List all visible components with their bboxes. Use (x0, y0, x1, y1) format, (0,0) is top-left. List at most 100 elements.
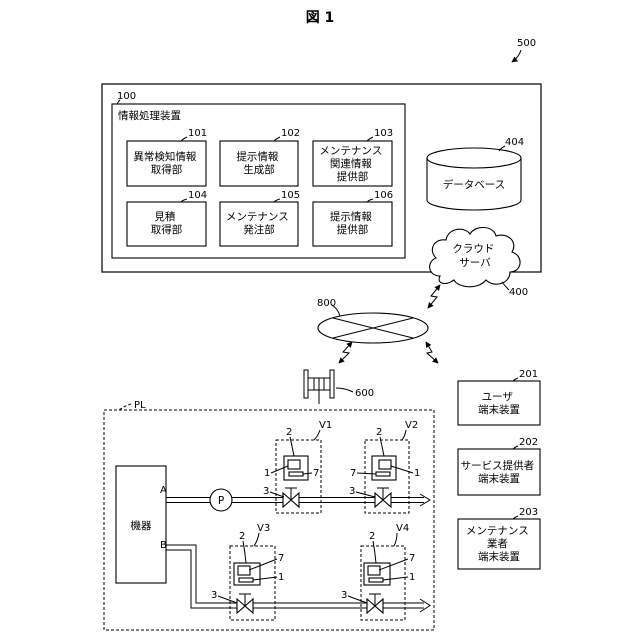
pipe-a-flow-arrow (420, 494, 430, 506)
terminal-201: ユーザ 端末装置 201 (458, 369, 540, 425)
valve-group-name: V1 (319, 420, 332, 431)
gateway-right-post (330, 370, 334, 398)
unit-ref-leader (274, 137, 280, 141)
part-ref: 7 (313, 468, 319, 479)
unit-label-line: 提示情報 (330, 210, 372, 223)
terminal-label-line: ユーザ (482, 391, 514, 403)
valve-group-v2: V2 2 7 1 3 (349, 420, 420, 513)
valve-group-name: V3 (257, 523, 270, 534)
unit-ref-leader (181, 137, 187, 141)
unit-105: メンテナンス 発注部 105 (220, 190, 300, 246)
sensor-device-ref: 2 (376, 427, 382, 438)
pump-label: P (218, 495, 224, 507)
unit-label-line: メンテナンス (319, 145, 382, 157)
unit-ref: 101 (188, 128, 207, 139)
cloud-label-line: クラウド (452, 243, 494, 255)
terminal-label-line: 端末装置 (478, 472, 520, 485)
unit-104: 見積 取得部 104 (127, 190, 207, 246)
valve-group-name-leader (254, 533, 259, 546)
terminal-label-line: 端末装置 (478, 403, 520, 416)
unit-label-line: 発注部 (243, 223, 275, 236)
figure-ref-arrow (512, 50, 521, 62)
wireless-link-cloud-network (428, 285, 440, 308)
gateway-left-post (304, 370, 308, 398)
terminal-ref: 201 (519, 369, 538, 380)
plant: PL 機器 A P B V1 2 1 7 (104, 400, 434, 630)
pipe-b-flow-arrow (420, 599, 430, 612)
terminal-202: サービス提供者 端末装置 202 (458, 437, 540, 495)
unit-103: メンテナンス 関連情報 提供部 103 (313, 128, 393, 186)
unit-ref-leader (367, 137, 373, 141)
unit-106: 提示情報 提供部 106 (313, 190, 393, 246)
database: データベース 404 (427, 137, 524, 210)
sensor-ref: 1 (409, 572, 415, 583)
unit-ref: 103 (374, 128, 393, 139)
sensor-element (288, 460, 300, 469)
part-ref: 7 (409, 553, 415, 564)
cloud-server-system: 100 情報処理装置 異常検知情報 取得部 101 提示情報 生成部 102 (102, 84, 541, 298)
valve-ref: 3 (341, 590, 347, 601)
gateway-antenna-icon: 600 (304, 370, 374, 404)
network: 800 (317, 298, 428, 343)
sensor-part (289, 472, 303, 476)
database-label: データベース (443, 178, 505, 191)
valve-ref: 3 (349, 486, 355, 497)
network-ref: 800 (317, 298, 336, 309)
unit-label-line: 生成部 (243, 163, 275, 176)
terminal-ref: 203 (519, 507, 538, 518)
database-ref: 404 (505, 137, 524, 148)
unit-102: 提示情報 生成部 102 (220, 128, 300, 186)
sensor-ref: 1 (278, 572, 284, 583)
valve-ref: 3 (211, 590, 217, 601)
terminal-203: メンテナンス 業者 端末装置 203 (458, 507, 540, 569)
valve-group-name-leader (314, 430, 320, 440)
unit-ref: 104 (188, 190, 207, 201)
gateway-ref: 600 (355, 388, 374, 399)
unit-ref: 105 (281, 190, 300, 201)
equipment-label: 機器 (131, 519, 152, 532)
valve-ref-leader (348, 596, 367, 603)
valve-group-name: V2 (405, 420, 418, 431)
unit-label-line: 取得部 (151, 163, 183, 176)
part-ref: 7 (278, 553, 284, 564)
sensor-device-ref: 2 (239, 531, 245, 542)
gateway-ref-leader (336, 388, 353, 392)
cloud-ref-leader (502, 282, 509, 290)
unit-101: 異常検知情報 取得部 101 (127, 128, 207, 186)
valve-ref: 3 (263, 486, 269, 497)
figure-ref-label: 500 (517, 38, 536, 49)
sensor-element (368, 566, 380, 575)
valve-group-name-leader (394, 533, 397, 546)
sensor-device-ref-leader (243, 541, 246, 563)
terminal-box (458, 449, 540, 495)
part-ref: 7 (350, 468, 356, 479)
unit-label-line: メンテナンス (226, 211, 289, 223)
wireless-link-network-terminals (426, 342, 438, 363)
terminal-ref: 202 (519, 437, 538, 448)
database-cylinder-top (427, 148, 521, 168)
valve-group-v1: V1 2 1 7 3 (263, 420, 332, 513)
sensor-element (238, 566, 250, 575)
sensor-part (376, 472, 390, 476)
valve-group-name-leader (402, 430, 406, 440)
unit-ref: 102 (281, 128, 300, 139)
cloud-label-line: サーバ (459, 257, 491, 269)
valve-group-v3: V3 2 7 1 3 (211, 523, 284, 620)
terminal-box (458, 381, 540, 425)
terminal-label-line: 業者 (487, 537, 508, 550)
terminal-label-line: メンテナンス (466, 525, 529, 537)
valve-ref-leader (218, 596, 237, 603)
terminal-label-line: 端末装置 (478, 550, 520, 563)
sensor-device-ref-leader (373, 541, 376, 563)
terminal-label-line: サービス提供者 (461, 459, 535, 472)
unit-label-line: 取得部 (151, 223, 183, 236)
valve-group-v4: V4 2 7 1 3 (341, 523, 415, 620)
plant-ref: PL (134, 400, 146, 411)
unit-label-line: 提供部 (337, 223, 369, 236)
wireless-link-network-gateway (339, 342, 352, 363)
valve-group-name: V4 (396, 523, 409, 534)
terminal-label: ユーザ 端末装置 (478, 391, 520, 416)
sensor-ref: 1 (414, 468, 420, 479)
sensor-device-ref: 2 (369, 531, 375, 542)
